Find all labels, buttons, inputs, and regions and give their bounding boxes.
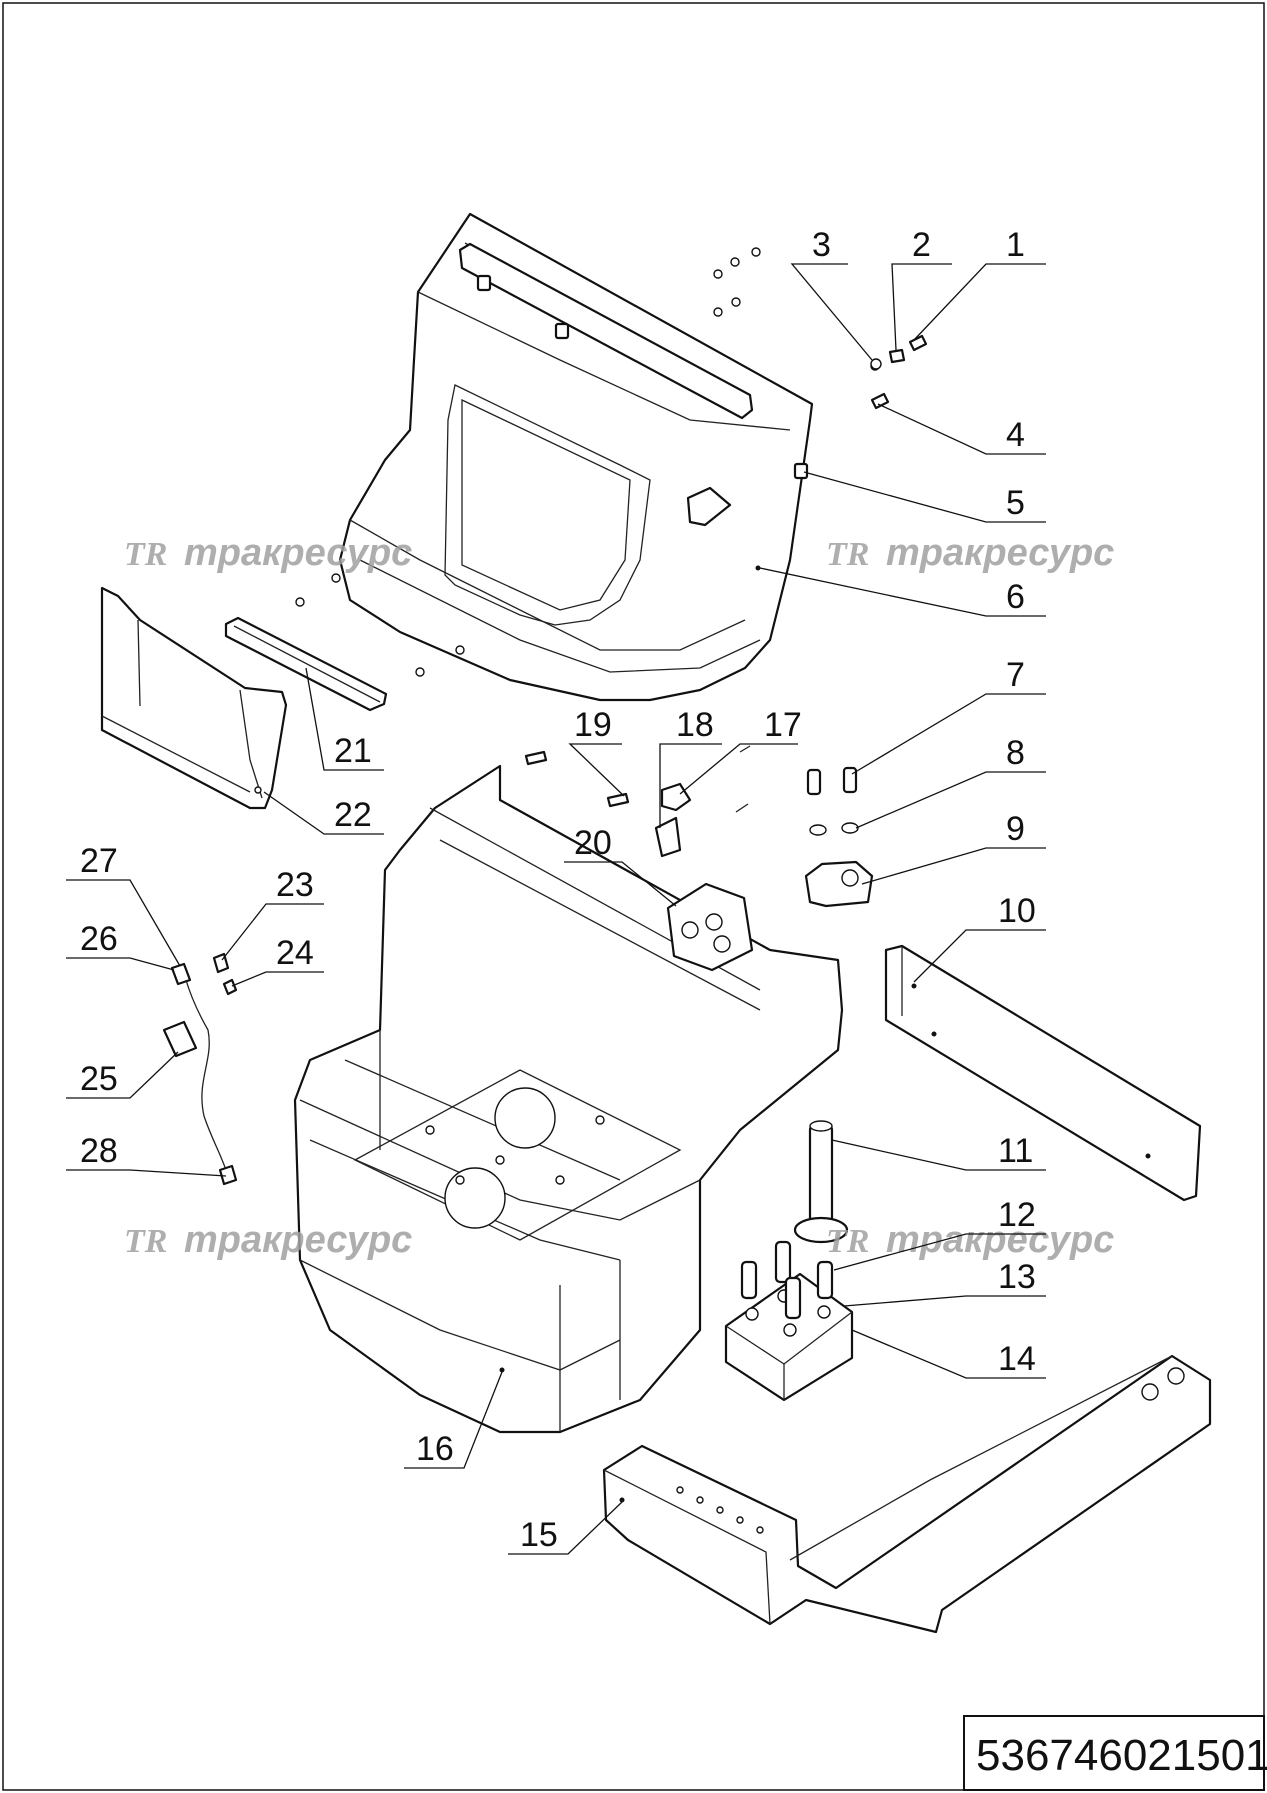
callout-23: 23 <box>276 866 314 904</box>
watermark-logo-3: TR <box>124 1223 167 1260</box>
watermark-text-2: тракресурс <box>886 532 1114 574</box>
callout-3: 3 <box>812 226 831 264</box>
parts-17-19 <box>524 745 751 858</box>
callout-12: 12 <box>998 1196 1036 1234</box>
watermark-text-4: тракресурс <box>886 1219 1114 1261</box>
part-11-column <box>793 1120 849 1244</box>
callout-15: 15 <box>520 1516 558 1554</box>
callout-22: 22 <box>334 796 372 834</box>
callout-14: 14 <box>998 1340 1036 1378</box>
callout-21: 21 <box>334 732 372 770</box>
callout-6: 6 <box>1006 578 1025 616</box>
parts-1-4-fasteners <box>870 334 928 410</box>
callout-4: 4 <box>1006 416 1025 454</box>
drawing-number: 536746021501 <box>976 1731 1267 1780</box>
callout-2: 2 <box>912 226 931 264</box>
parts-7-9 <box>804 766 874 908</box>
callout-20: 20 <box>574 824 612 862</box>
callout-13: 13 <box>998 1258 1036 1296</box>
watermarks: TR тракресурс TR тракресурс TR тракресур… <box>124 532 1114 1261</box>
watermark-logo-2: TR <box>826 536 869 573</box>
callout-1: 1 <box>1006 226 1025 264</box>
callout-16: 16 <box>416 1430 454 1468</box>
drawing-number-box: 536746021501 <box>963 1715 1267 1791</box>
part-10-plate <box>884 944 1202 1202</box>
callout-18: 18 <box>676 706 714 744</box>
callout-7: 7 <box>1006 656 1025 694</box>
callout-5: 5 <box>1006 484 1025 522</box>
part-22-side-panel <box>100 586 288 810</box>
watermark-text-3: тракресурс <box>184 1219 412 1261</box>
callout-8: 8 <box>1006 734 1025 772</box>
watermark-text-1: тракресурс <box>184 532 412 574</box>
callout-28: 28 <box>80 1132 118 1170</box>
callout-24: 24 <box>276 934 314 972</box>
callout-27: 27 <box>80 842 118 880</box>
callouts: 1 2 3 4 5 6 7 8 9 10 11 12 13 <box>66 226 1046 1555</box>
part-6-hood <box>338 212 814 702</box>
parts-12-14-mount <box>724 1240 854 1402</box>
callout-9: 9 <box>1006 810 1025 848</box>
callout-10: 10 <box>998 892 1036 930</box>
parts-23-28-electrical <box>162 952 238 1186</box>
callout-19: 19 <box>574 706 612 744</box>
watermark-logo-4: TR <box>826 1223 869 1260</box>
part-15-frame <box>602 1354 1212 1634</box>
callout-26: 26 <box>80 920 118 958</box>
part-21-bar <box>224 616 388 712</box>
callout-11: 11 <box>998 1132 1033 1170</box>
part-20-block <box>666 882 754 972</box>
watermark-logo-1: TR <box>124 536 167 573</box>
callout-17: 17 <box>764 706 802 744</box>
callout-25: 25 <box>80 1060 118 1098</box>
